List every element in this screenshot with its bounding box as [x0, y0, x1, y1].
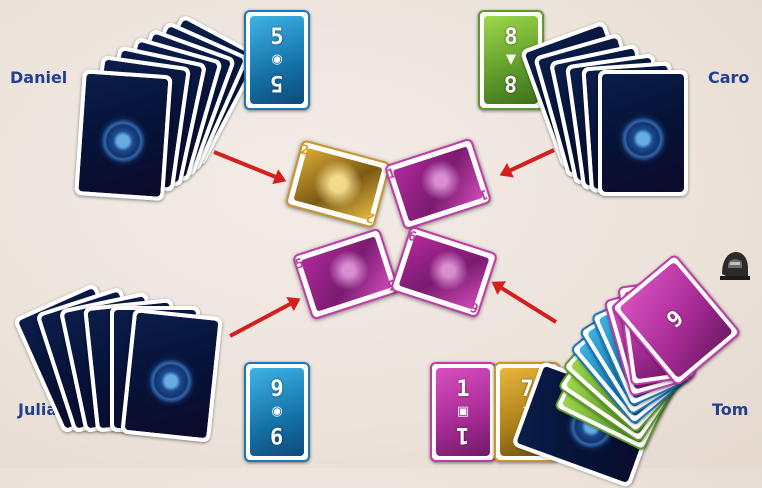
- card-value-top: 9: [270, 379, 283, 401]
- robot-head-icon: [716, 246, 752, 282]
- card-value-bottom: 9: [270, 423, 283, 445]
- card-value-top: 1: [456, 379, 469, 401]
- played-card-julia: 9 ◉ 9: [244, 362, 310, 462]
- trick-card-gold: 2 2: [285, 139, 391, 228]
- player-name-tom: Tom: [712, 400, 748, 419]
- card-value-bottom: 5: [270, 71, 283, 93]
- card-value-bottom: 8: [504, 71, 517, 93]
- card-art: [393, 146, 484, 221]
- card-back: [598, 70, 688, 196]
- card-value: 1: [477, 186, 489, 203]
- game-table: Daniel Caro Julia Tom 5 ◉ 5 8 ▼ 8: [0, 0, 762, 468]
- suit-symbol-icon: ◉: [271, 404, 282, 420]
- card-value-top: 8: [504, 27, 517, 49]
- player-name-daniel: Daniel: [10, 68, 67, 87]
- card-back: [120, 308, 223, 443]
- arrow-tom-to-trick: [499, 285, 557, 323]
- arrow-caro-to-trick: [508, 148, 555, 173]
- played-card-tom-1: 1 ▣ 1: [430, 362, 496, 462]
- trick-card-pink-1: 1 1: [384, 137, 493, 230]
- trick-card-pink-5: 5 5: [292, 227, 401, 320]
- card-value: 9: [664, 307, 688, 332]
- played-card-daniel: 5 ◉ 5: [244, 10, 310, 110]
- card-value-top: 5: [270, 27, 283, 49]
- suit-symbol-icon: ◉: [271, 52, 282, 68]
- suit-symbol-icon: ▼: [506, 52, 516, 68]
- card-art: [301, 236, 392, 311]
- player-name-caro: Caro: [708, 68, 749, 87]
- card-value-bottom: 1: [456, 423, 469, 445]
- trick-card-pink-6: 6 6: [390, 225, 499, 318]
- suit-symbol-icon: ▣: [457, 404, 469, 420]
- arrow-daniel-to-trick: [213, 150, 278, 179]
- arrow-julia-to-trick: [229, 301, 293, 337]
- card-back: [74, 69, 173, 201]
